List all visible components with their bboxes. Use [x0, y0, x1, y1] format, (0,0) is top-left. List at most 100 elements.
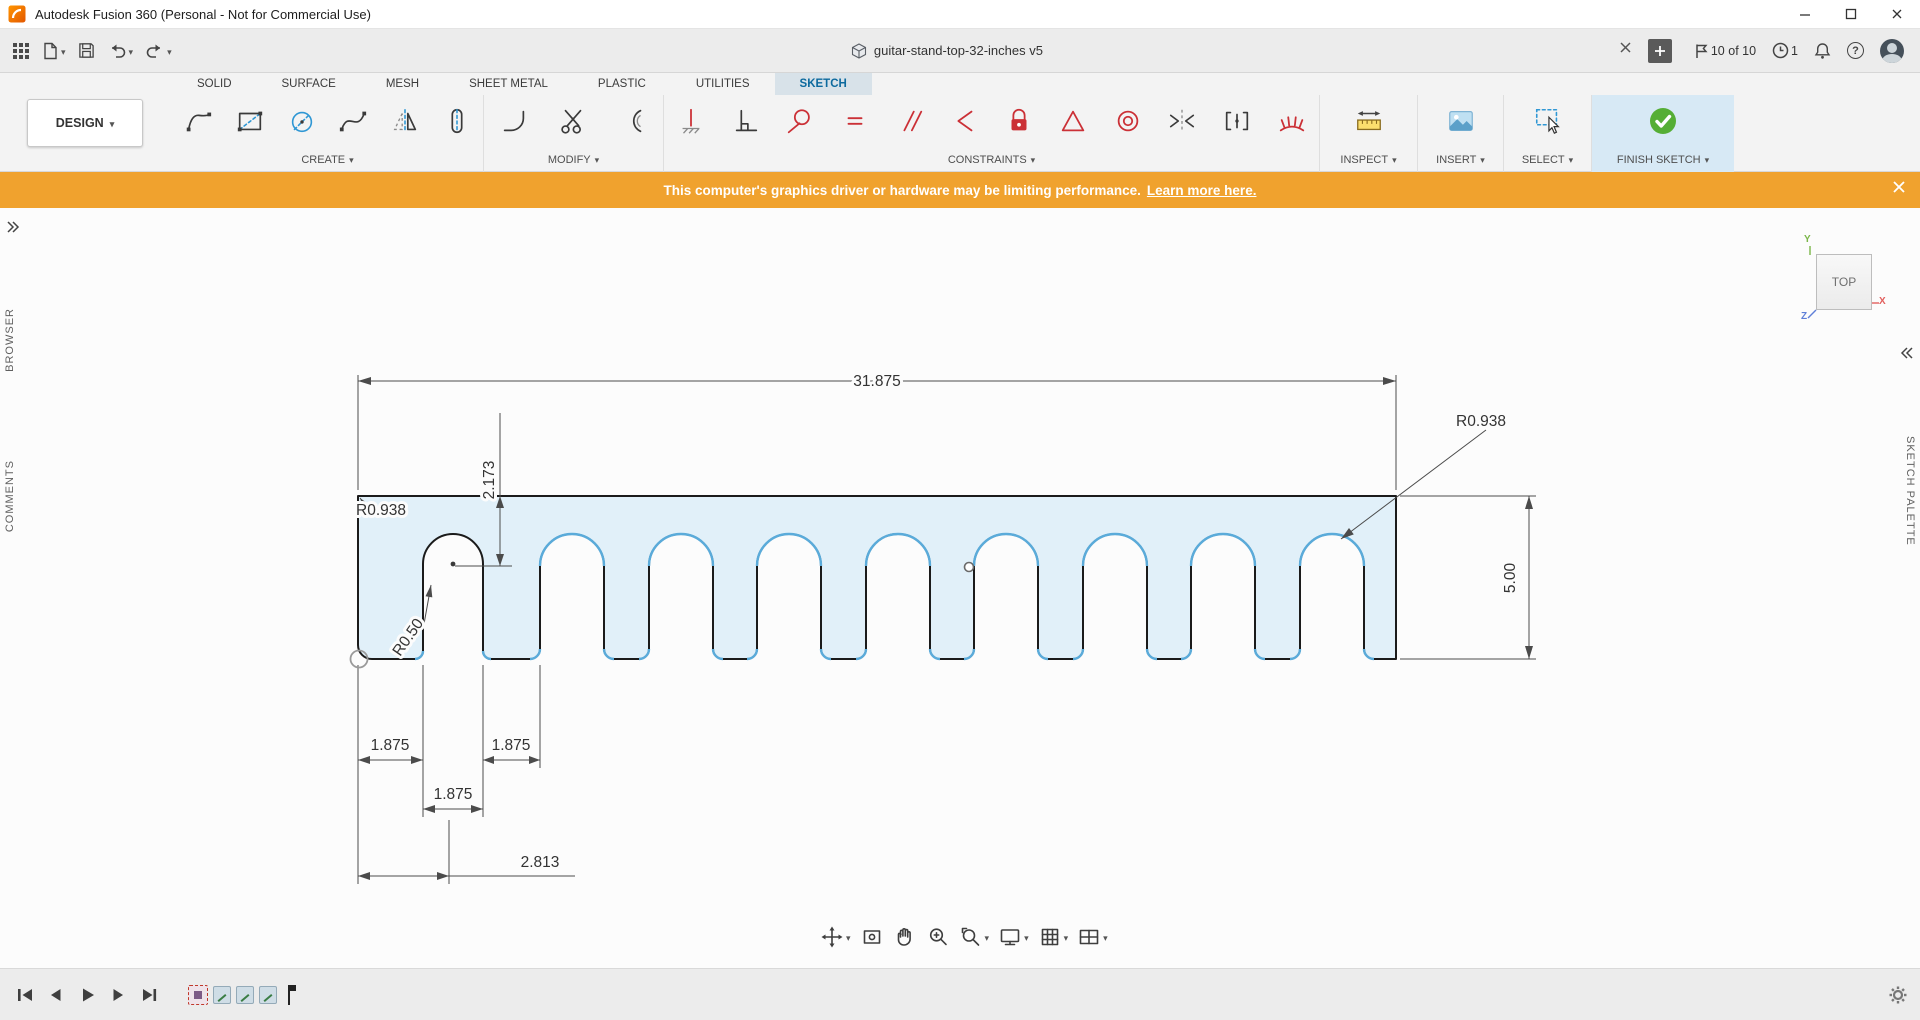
dimension-left-width[interactable]: 1.875	[371, 737, 410, 754]
corner-point-marker[interactable]	[351, 651, 368, 668]
create-slot-button[interactable]	[435, 99, 479, 143]
create-circle-button[interactable]	[280, 99, 324, 143]
trim-button[interactable]	[551, 99, 595, 143]
sketch-arc-curves[interactable]	[415, 534, 1374, 659]
minimize-button[interactable]	[1782, 0, 1828, 29]
inspect-group-label[interactable]: INSPECT	[1340, 147, 1396, 172]
constraint-curvature-button[interactable]	[1270, 99, 1314, 143]
document-tab[interactable]: guitar-stand-top-32-inches v5	[252, 29, 1642, 72]
timeline-step-forward-button[interactable]	[107, 984, 129, 1006]
learn-more-link[interactable]: Learn more here.	[1147, 183, 1257, 198]
file-icon	[42, 42, 59, 60]
maximize-button[interactable]	[1828, 0, 1874, 29]
close-window-button[interactable]	[1874, 0, 1920, 29]
constraint-fix-button[interactable]	[997, 99, 1041, 143]
save-button[interactable]	[78, 42, 95, 59]
browser-panel-tab[interactable]: BROWSER	[4, 308, 16, 372]
timeline-position-marker[interactable]	[282, 982, 298, 1008]
timeline-end-button[interactable]	[138, 984, 160, 1006]
display-settings-button[interactable]	[998, 925, 1029, 949]
constraint-collinear-button[interactable]	[942, 99, 986, 143]
constraint-triangle-button[interactable]	[1051, 99, 1095, 143]
dimension-radius-right[interactable]: R0.938	[1456, 413, 1506, 430]
tab-plastic[interactable]: PLASTIC	[573, 73, 671, 95]
dimension-radius-left[interactable]: R0.938	[356, 502, 406, 519]
job-status-button[interactable]: 10 of 10	[1694, 43, 1756, 59]
slot-arc-center-point[interactable]	[451, 562, 456, 567]
select-group-label[interactable]: SELECT	[1522, 147, 1573, 172]
timeline-feature-sketch-2[interactable]	[236, 986, 254, 1004]
view-cube[interactable]: TOP Y X Z	[1800, 234, 1892, 326]
tab-utilities[interactable]: UTILITIES	[671, 73, 775, 95]
create-spline-button[interactable]	[331, 99, 375, 143]
tab-mesh[interactable]: MESH	[361, 73, 444, 95]
timeline-play-button[interactable]	[76, 984, 98, 1006]
settings-gear-button[interactable]	[1888, 985, 1908, 1010]
select-button[interactable]	[1526, 99, 1570, 143]
help-button[interactable]	[1847, 42, 1864, 59]
constraint-midpoint-button[interactable]	[1215, 99, 1259, 143]
constraint-symmetry-button[interactable]	[1160, 99, 1204, 143]
insert-group-label[interactable]: INSERT	[1436, 147, 1485, 172]
viewports-button[interactable]	[1077, 925, 1108, 949]
timeline-feature-sketch-3[interactable]	[259, 986, 277, 1004]
dimension-slot-center[interactable]: 2.813	[521, 854, 560, 871]
notifications-button[interactable]: 1	[1772, 42, 1798, 59]
constraint-horizontal-vertical-button[interactable]	[669, 99, 713, 143]
user-avatar[interactable]	[1880, 39, 1904, 63]
create-line-button[interactable]	[176, 99, 220, 143]
alerts-button[interactable]	[1814, 42, 1831, 60]
app-grid-button[interactable]	[12, 42, 30, 60]
zoom-button[interactable]	[926, 925, 950, 949]
workspace-switcher-button[interactable]: DESIGN	[27, 99, 143, 147]
measure-button[interactable]	[1347, 99, 1391, 143]
pan-button[interactable]	[893, 925, 917, 949]
undo-button[interactable]	[107, 42, 134, 60]
finish-sketch-label[interactable]: FINISH SKETCH	[1617, 147, 1709, 172]
tab-sheet-metal[interactable]: SHEET METAL	[444, 73, 573, 95]
banner-close-button[interactable]	[1892, 180, 1906, 199]
modeling-canvas[interactable]: 31.875 2.173 R0.938 R0.938 5.00 R0.50 1.…	[0, 208, 1920, 968]
insert-image-button[interactable]	[1439, 99, 1483, 143]
timeline-marker-start[interactable]	[188, 985, 208, 1005]
constraints-group-label[interactable]: CONSTRAINTS	[948, 147, 1035, 172]
tab-surface[interactable]: SURFACE	[257, 73, 361, 95]
dimension-tooth-width[interactable]: 1.875	[492, 737, 531, 754]
tab-solid[interactable]: SOLID	[172, 73, 257, 95]
fit-button[interactable]	[959, 925, 990, 949]
tab-sketch[interactable]: SKETCH	[775, 73, 872, 95]
offset-button[interactable]	[611, 99, 655, 143]
create-mirror-button[interactable]	[383, 99, 427, 143]
constraint-tangent-button[interactable]	[778, 99, 822, 143]
dimension-slot-width[interactable]: 1.875	[434, 786, 473, 803]
fillet-button[interactable]	[492, 99, 536, 143]
create-group-label[interactable]: CREATE	[301, 147, 353, 172]
dimension-overall-width[interactable]: 31.875	[853, 373, 900, 390]
constraint-perpendicular-button[interactable]	[724, 99, 768, 143]
redo-button[interactable]	[145, 42, 172, 60]
finish-sketch-button[interactable]	[1641, 99, 1685, 143]
dimension-top-to-slot[interactable]: 2.173	[481, 461, 498, 500]
constraint-parallel-button[interactable]	[888, 99, 932, 143]
close-document-button[interactable]	[1619, 41, 1632, 59]
timeline-step-back-button[interactable]	[45, 984, 67, 1006]
expand-browser-button[interactable]	[6, 220, 20, 238]
timeline-feature-sketch-1[interactable]	[213, 986, 231, 1004]
dimension-overall-height[interactable]: 5.00	[1502, 563, 1519, 594]
create-rectangle-button[interactable]	[228, 99, 272, 143]
modify-group-label[interactable]: MODIFY	[548, 147, 599, 172]
pan-orbit-button[interactable]	[820, 925, 851, 949]
constraint-concentric-button[interactable]	[1106, 99, 1150, 143]
view-cube-top-face[interactable]: TOP	[1816, 254, 1872, 310]
sketch-palette-panel-tab[interactable]: SKETCH PALETTE	[1904, 436, 1916, 546]
file-menu-button[interactable]	[42, 42, 66, 60]
constraint-equal-button[interactable]	[833, 99, 877, 143]
collapse-sketch-palette-button[interactable]	[1900, 346, 1914, 364]
comments-panel-tab[interactable]: COMMENTS	[4, 460, 16, 532]
new-document-tab-button[interactable]	[1642, 29, 1678, 73]
grid-layout-button[interactable]	[1038, 925, 1069, 949]
sketch-profile[interactable]	[358, 496, 1396, 659]
sketch-origin-point[interactable]	[965, 563, 974, 572]
timeline-begin-button[interactable]	[14, 984, 36, 1006]
look-at-button[interactable]	[860, 925, 884, 949]
